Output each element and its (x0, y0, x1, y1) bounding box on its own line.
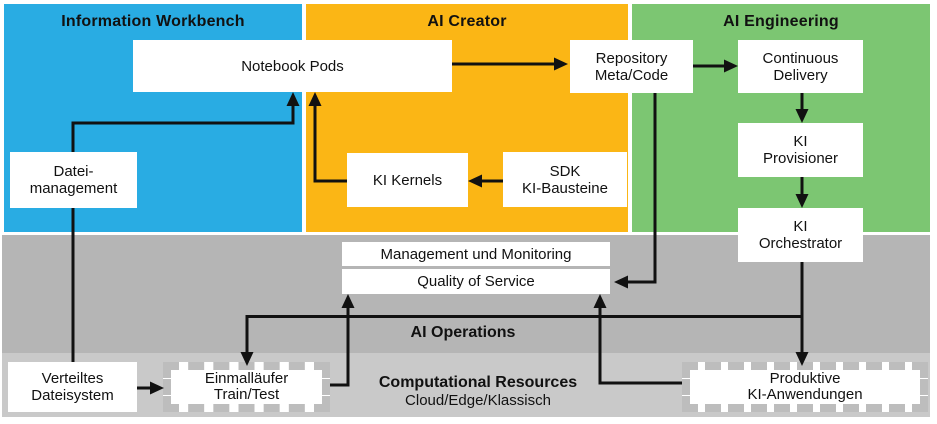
computational-resources-title: Computational Resources (378, 374, 578, 391)
region-title-information-workbench: Information Workbench (61, 13, 245, 30)
node-sdk-ki-bausteine: SDK KI-Bausteine (503, 152, 627, 207)
computational-resources-subtitle: Cloud/Edge/Klassisch (405, 392, 551, 409)
region-title-ai-creator: AI Creator (427, 13, 507, 30)
label-computational-resources: Computational Resources Cloud/Edge/Klass… (338, 374, 618, 409)
node-management-und-monitoring: Management und Monitoring (342, 242, 610, 266)
node-quality-of-service: Quality of Service (342, 269, 610, 294)
node-verteiltes-dateisystem: Verteiltes Dateisystem (8, 362, 137, 412)
region-title-ai-engineering: AI Engineering (723, 13, 839, 30)
node-ki-provisioner: KI Provisioner (738, 123, 863, 177)
node-ki-orchestrator: KI Orchestrator (738, 208, 863, 262)
node-datei-management: Datei- management (10, 152, 137, 208)
node-continuous-delivery: Continuous Delivery (738, 40, 863, 93)
node-repository-meta-code: Repository Meta/Code (570, 40, 693, 93)
node-notebook-pods: Notebook Pods (133, 40, 452, 92)
node-ki-kernels: KI Kernels (347, 153, 468, 207)
label-ai-operations: AI Operations (410, 324, 516, 341)
region-ai-engineering: AI Engineering (632, 4, 930, 232)
node-produktive-ki-anwendungen: Produktive KI-Anwendungen (682, 362, 928, 412)
node-einmallaeufer-train-test: Einmalläufer Train/Test (163, 362, 330, 412)
